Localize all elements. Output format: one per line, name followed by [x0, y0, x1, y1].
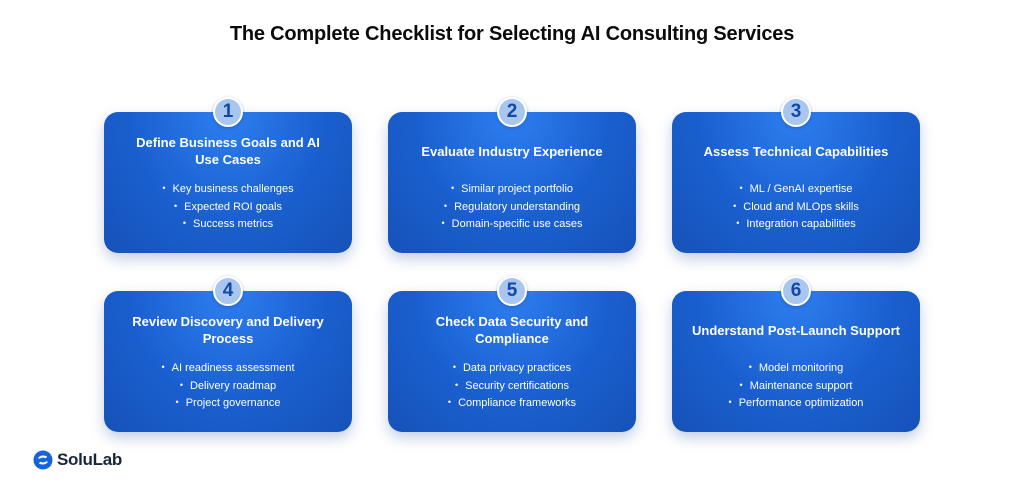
- bullet-list: AI readiness assessment Delivery roadmap…: [114, 360, 342, 413]
- bullet-list: ML / GenAI expertise Cloud and MLOps ski…: [682, 181, 910, 234]
- logo-text: SoluLab: [57, 450, 122, 469]
- card-title: Evaluate Industry Experience: [421, 143, 603, 159]
- page-title: The Complete Checklist for Selecting AI …: [229, 23, 795, 45]
- bullet-item: Compliance frameworks: [398, 395, 626, 413]
- bullet-item: Security certifications: [398, 378, 626, 396]
- checklist-card-6: 6 Understand Post-Launch Support Model m…: [672, 276, 920, 432]
- solulab-logo: SoluLab: [33, 449, 122, 471]
- bullet-item: Similar project portfolio: [398, 181, 626, 199]
- card-title: Define Business Goals and AI Use Cases: [136, 135, 320, 167]
- bullet-item: Integration capabilities: [682, 216, 910, 234]
- card-title: Assess Technical Capabilities: [703, 143, 889, 159]
- bullet-item: Data privacy practices: [398, 360, 626, 378]
- bullet-list: Key business challenges Expected ROI goa…: [114, 181, 342, 234]
- bullet-list: Model monitoring Maintenance support Per…: [682, 360, 910, 413]
- bullet-item: Expected ROI goals: [114, 199, 342, 217]
- step-number-badge: 1: [213, 97, 243, 127]
- bullet-item: Delivery roadmap: [114, 378, 342, 396]
- card-title: Review Discovery and Delivery Process: [132, 314, 324, 346]
- checklist-card-4: 4 Review Discovery and Delivery Process …: [104, 276, 352, 432]
- bullet-item: Key business challenges: [114, 181, 342, 199]
- bullet-item: Domain-specific use cases: [398, 216, 626, 234]
- bullet-item: AI readiness assessment: [114, 360, 342, 378]
- checklist-card-5: 5 Check Data Security and Compliance Dat…: [388, 276, 636, 432]
- step-number-badge: 6: [781, 276, 811, 306]
- bullet-list: Data privacy practices Security certific…: [398, 360, 626, 413]
- step-number-badge: 4: [213, 276, 243, 306]
- solulab-logo-icon: [33, 450, 53, 470]
- bullet-item: Project governance: [114, 395, 342, 413]
- checklist-card-3: 3 Assess Technical Capabilities ML / Gen…: [672, 97, 920, 253]
- bullet-list: Similar project portfolio Regulatory und…: [398, 181, 626, 234]
- card-title: Check Data Security and Compliance: [435, 314, 589, 346]
- card-title: Understand Post-Launch Support: [692, 322, 900, 338]
- bullet-item: Success metrics: [114, 216, 342, 234]
- checklist-card-2: 2 Evaluate Industry Experience Similar p…: [388, 97, 636, 253]
- bullet-item: Maintenance support: [682, 378, 910, 396]
- checklist-card-1: 1 Define Business Goals and AI Use Cases…: [104, 97, 352, 253]
- bullet-item: Performance optimization: [682, 395, 910, 413]
- step-number-badge: 5: [497, 276, 527, 306]
- bullet-item: Cloud and MLOps skills: [682, 199, 910, 217]
- bullet-item: Regulatory understanding: [398, 199, 626, 217]
- bullet-item: ML / GenAI expertise: [682, 181, 910, 199]
- step-number-badge: 2: [497, 97, 527, 127]
- bullet-item: Model monitoring: [682, 360, 910, 378]
- step-number-badge: 3: [781, 97, 811, 127]
